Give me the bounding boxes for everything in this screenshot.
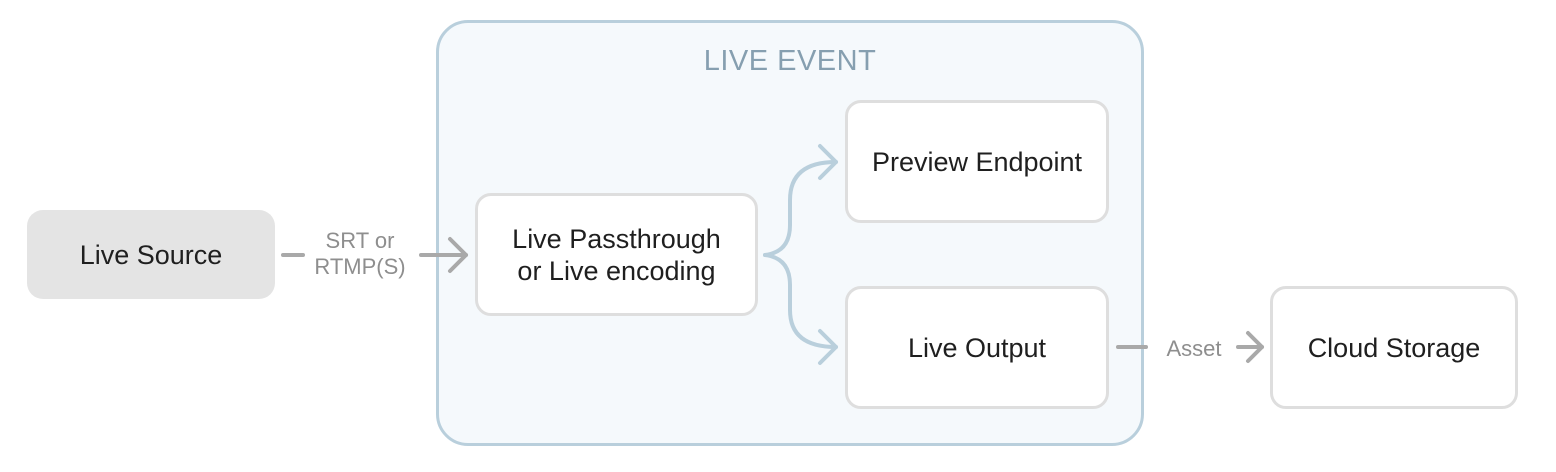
preview-endpoint-node: Preview Endpoint — [845, 100, 1109, 223]
output-to-storage-arrow — [1116, 331, 1264, 363]
cloud-storage-label: Cloud Storage — [1307, 332, 1481, 363]
asset-label: Asset — [1166, 336, 1222, 361]
cloud-storage-node: Cloud Storage — [1270, 286, 1518, 409]
live-source-label: Live Source — [79, 239, 223, 270]
protocol-label: SRT or RTMP(S) — [310, 228, 410, 280]
live-event-title: LIVE EVENT — [703, 45, 877, 77]
protocol-label-line2: RTMP(S) — [314, 254, 406, 279]
protocol-label-line1: SRT or — [325, 228, 395, 253]
passthrough-label-line1: Live Passthrough — [512, 223, 721, 254]
passthrough-label-line2: or Live encoding — [517, 255, 716, 286]
branch-arrows — [763, 144, 838, 365]
preview-endpoint-label: Preview Endpoint — [871, 146, 1083, 177]
source-to-passthrough-arrow — [281, 237, 468, 273]
live-source-node: Live Source — [27, 210, 275, 299]
passthrough-node: Live Passthrough or Live encoding — [475, 193, 758, 316]
live-output-node: Live Output — [845, 286, 1109, 409]
live-output-label: Live Output — [907, 332, 1047, 363]
